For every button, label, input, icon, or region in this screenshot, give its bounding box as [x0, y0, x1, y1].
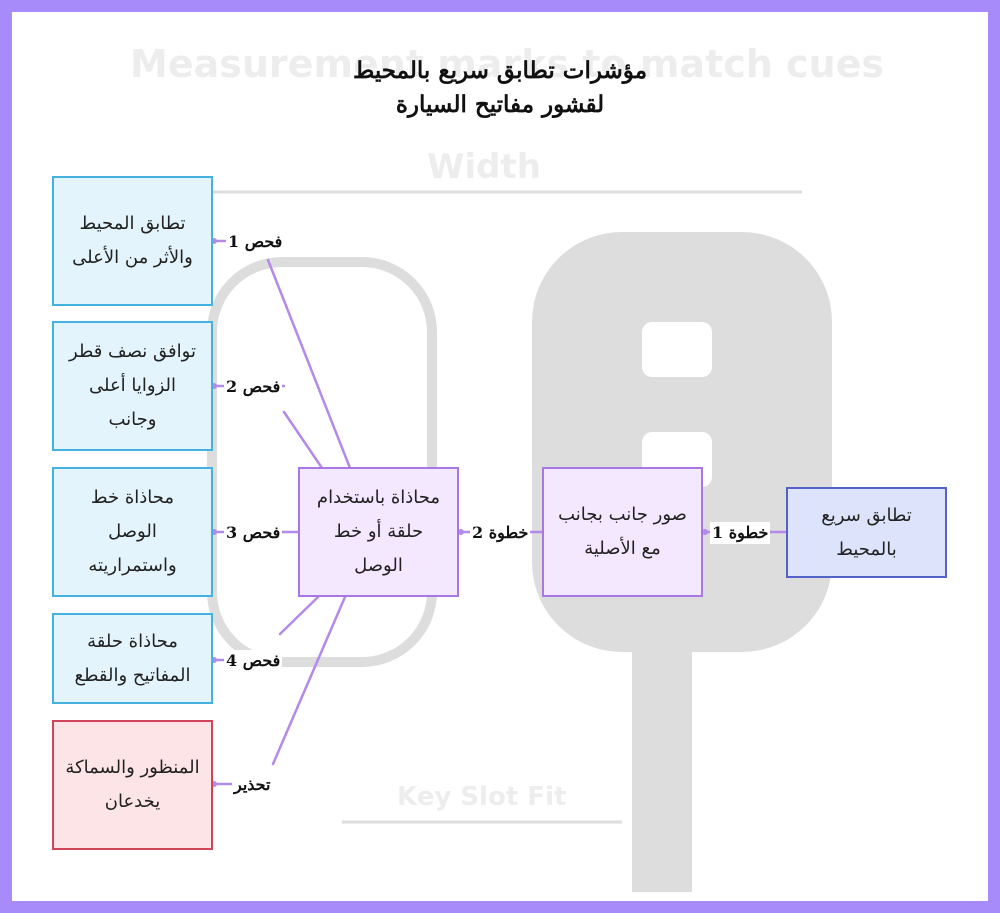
edge-label-check4: فحص 4	[224, 650, 283, 672]
node-check-4-label: محاذاة حلقة المفاتيح والقطع	[74, 630, 191, 686]
edge-label-check1: فحص 1	[226, 231, 285, 253]
node-check-4[interactable]: محاذاة حلقة المفاتيح والقطع	[52, 613, 213, 704]
node-warning-label: المنظور والسماكة يخدعان	[65, 757, 200, 812]
diagram-title-line-1: مؤشرات تطابق سريع بالمحيط	[352, 57, 648, 84]
node-side-by-side[interactable]: صور جانب بجانب مع الأصلية	[542, 467, 703, 597]
node-check-3-label: محاذاة خط الوصل واستمراريته	[88, 487, 177, 576]
node-quick-match-label: تطابق سريع بالمحيط	[821, 504, 912, 560]
edge-step1-end-dot	[702, 529, 708, 535]
node-quick-match[interactable]: تطابق سريع بالمحيط	[786, 487, 947, 578]
node-align-ring[interactable]: محاذاة باستخدام حلقة أو خط الوصل	[298, 467, 459, 597]
background-key-blade-shape	[632, 642, 692, 892]
node-check-2-label: توافق نصف قطر الزوايا أعلى وجانب	[69, 341, 196, 430]
edge-check4	[278, 595, 320, 636]
edge-label-step2: خطوة 2	[470, 522, 531, 544]
node-check-1[interactable]: تطابق المحيط والأثر من الأعلى	[52, 176, 213, 306]
node-align-ring-label: محاذاة باستخدام حلقة أو خط الوصل	[316, 487, 441, 576]
background-heading: Measurement marks to match cues	[130, 42, 885, 86]
edge-warn	[271, 595, 347, 766]
edge-label-warn: تحذير	[232, 774, 273, 796]
node-warning[interactable]: المنظور والسماكة يخدعان	[52, 720, 213, 850]
background-width-label: Width	[427, 147, 541, 187]
background-caption: Key Slot Fit	[397, 782, 567, 812]
node-check-2[interactable]: توافق نصف قطر الزوايا أعلى وجانب	[52, 321, 213, 451]
node-side-by-side-label: صور جانب بجانب مع الأصلية	[558, 504, 687, 559]
diagram-title-line-2: لقشور مفاتيح السيارة	[395, 91, 605, 118]
edge-step2-end-dot	[458, 529, 464, 535]
edge-label-step1: خطوة 1	[710, 522, 771, 544]
node-check-1-label: تطابق المحيط والأثر من الأعلى	[72, 213, 193, 268]
background-lock-icon-shape	[642, 322, 712, 377]
edge-check2	[282, 410, 324, 470]
edge-label-check3: فحص 3	[224, 522, 283, 544]
edge-check1	[266, 258, 352, 470]
background-outline-shape	[207, 257, 437, 667]
node-check-3[interactable]: محاذاة خط الوصل واستمراريته	[52, 467, 213, 597]
edge-label-check2: فحص 2	[224, 376, 283, 398]
